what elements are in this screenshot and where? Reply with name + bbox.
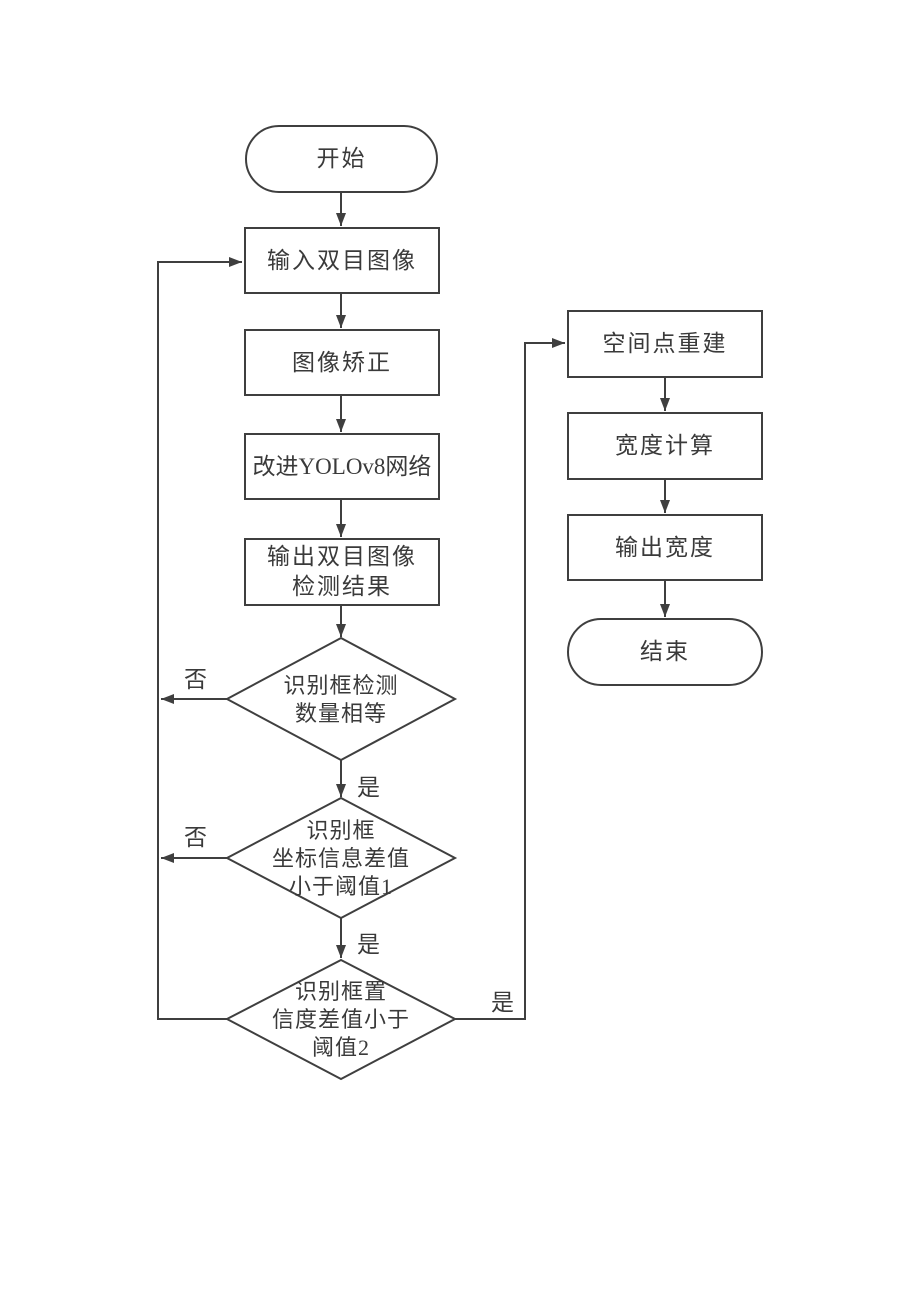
edge-label-d2-no: 否	[184, 825, 207, 850]
decision-box-count-equal-shape	[224, 636, 458, 762]
edge-label-d1-no: 否	[184, 667, 207, 692]
edge-label-d2-yes: 是	[357, 932, 380, 957]
decision-confidence-diff-label: 识别框置 信度差值小于 阈值2	[271, 979, 410, 1060]
decision-coord-diff-shape	[224, 796, 458, 920]
node-output-detection-results: 输出双目图像 检测结果	[244, 538, 440, 606]
node-image-rectification: 图像矫正	[244, 329, 440, 396]
node-start: 开始	[245, 125, 438, 193]
node-improved-yolov8-network: 改进YOLOv8网络	[244, 433, 440, 500]
decision-coord-diff-label: 识别框 坐标信息差值 小于阈值1	[271, 818, 410, 899]
edge-label-d1-yes: 是	[357, 775, 380, 800]
edge-label-d3-yes: 是	[491, 990, 514, 1015]
node-output-width: 输出宽度	[567, 514, 763, 581]
node-spatial-point-reconstruction: 空间点重建	[567, 310, 763, 378]
decision-confidence-diff-shape	[224, 958, 458, 1081]
node-input-stereo-images: 输入双目图像	[244, 227, 440, 294]
edge-d3-yes-to-recon	[455, 338, 565, 1020]
decision-box-count-equal-label: 识别框检测 数量相等	[283, 673, 399, 726]
node-width-calculation: 宽度计算	[567, 412, 763, 480]
edge-feedback-loop	[157, 257, 242, 1020]
node-end: 结束	[567, 618, 763, 686]
